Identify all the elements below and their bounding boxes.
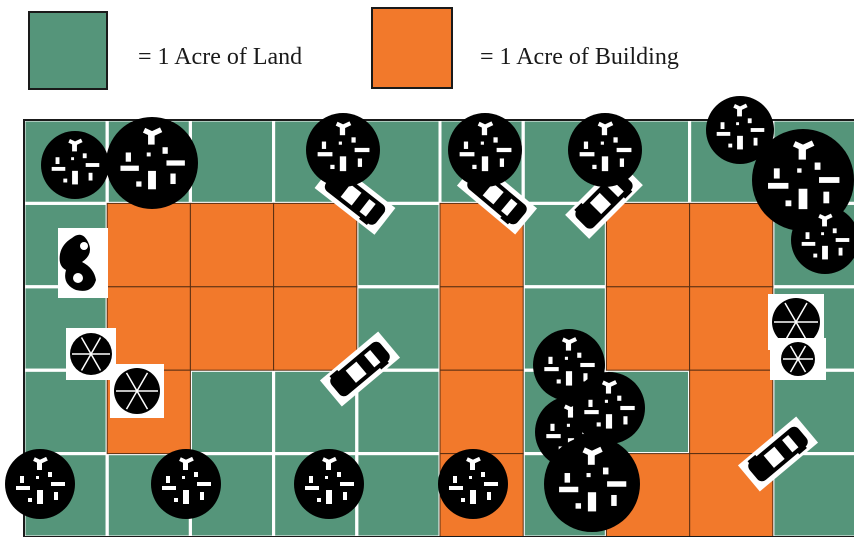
building-acre-cell: [690, 287, 773, 370]
land-acre-cell: [190, 370, 273, 453]
tree-icon: [151, 449, 221, 519]
shrub-icon: [110, 364, 164, 418]
tree-icon: [438, 449, 508, 519]
shrub-icon: [770, 338, 826, 380]
building-acre-cell: [190, 287, 273, 370]
building-acre-cell: [274, 287, 357, 370]
tree-icon: [41, 131, 109, 199]
tree-icon: [106, 117, 198, 209]
tree-icon: [294, 449, 364, 519]
building-acre-cell: [690, 370, 773, 453]
tree-icon: [568, 113, 642, 187]
building-acre-cell: [274, 203, 357, 286]
building-acre-cell: [107, 287, 190, 370]
shrub-icon: [66, 328, 116, 380]
tree-icon: [573, 372, 645, 444]
land-acre-cell: [190, 120, 273, 203]
building-acre-cell: [440, 287, 523, 370]
land-acre-cell: [24, 370, 107, 453]
building-acre-cell: [606, 203, 689, 286]
building-acre-cell: [690, 203, 773, 286]
land-acre-cell: [357, 454, 440, 537]
building-acre-cell: [190, 203, 273, 286]
building-acre-cell: [107, 203, 190, 286]
tree-icon: [5, 449, 75, 519]
shrub-icon: [58, 228, 108, 298]
building-acre-cell: [440, 370, 523, 453]
building-acre-cell: [606, 287, 689, 370]
tree-icon: [306, 113, 380, 187]
tree-icon: [448, 113, 522, 187]
tree-icon: [544, 436, 640, 532]
